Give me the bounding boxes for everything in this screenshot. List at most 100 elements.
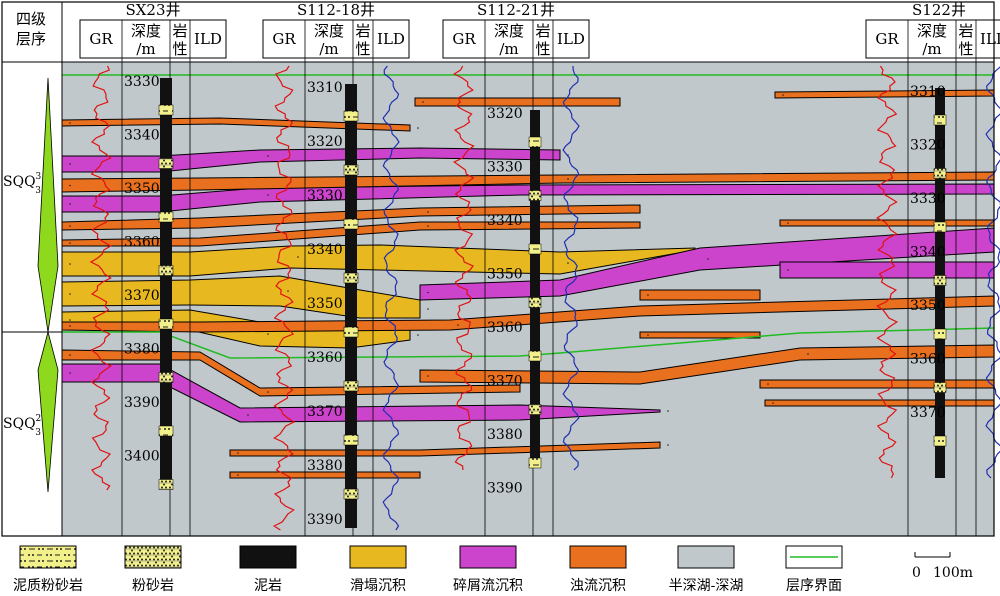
col-ild: ILD [377, 30, 405, 48]
col-litho-1: 岩 [535, 22, 550, 40]
turbid-9 [229, 441, 669, 457]
col-gr: GR [452, 30, 476, 48]
depth-label: 3340 [487, 213, 523, 229]
depth-label: 3390 [307, 512, 343, 528]
debris-3 [61, 363, 669, 423]
col-depth-2: /m [922, 40, 941, 58]
legend-label: 半深湖-深湖 [669, 578, 744, 594]
col-depth-2: /m [136, 40, 155, 58]
col-depth-1: 深度 [494, 22, 524, 40]
legend-item-silt: 粉砂岩 [124, 545, 182, 594]
legend-item-slump: 滑塌沉积 [349, 545, 407, 594]
mud-column [530, 110, 540, 468]
legend-swatch [677, 545, 735, 569]
depth-label: 3330 [307, 188, 343, 204]
turbid-16 [639, 331, 761, 339]
slump-mid [61, 275, 429, 319]
sequence-triangle-upper [37, 77, 59, 333]
turbid-13 [639, 289, 761, 301]
depth-label: 3370 [124, 288, 160, 304]
legend-item-turbid: 浊流沉积 [569, 545, 627, 594]
col-litho-2: 性 [535, 40, 550, 58]
depth-label: 3340 [307, 242, 343, 258]
legend-swatch [459, 545, 517, 569]
turbid-1 [414, 97, 621, 107]
legend-item-boundary: 层序界面 [785, 545, 843, 594]
gr-curve [272, 65, 296, 531]
col-gr: GR [272, 30, 296, 48]
turbid-15 [764, 399, 995, 407]
legend-swatch [124, 545, 182, 569]
col-litho-1: 岩 [958, 22, 973, 40]
legend-label: 浊流沉积 [570, 578, 626, 594]
depth-label: 3390 [124, 395, 160, 411]
depth-label: 3400 [124, 449, 160, 465]
col-depth-2: /m [319, 40, 338, 58]
depth-label: 3370 [910, 405, 946, 421]
depth-label: 3320 [487, 106, 523, 122]
gr-curve [89, 65, 112, 491]
ild-curve [382, 65, 400, 531]
debris-1 [61, 147, 569, 173]
depth-label: 3370 [487, 374, 523, 390]
legend-item-debris: 碎屑流沉积 [453, 545, 523, 594]
well-4: S122井GR深度/m岩性ILD331033203330334033503360… [865, 1, 1000, 536]
depth-label: 3350 [487, 267, 523, 283]
depth-label: 3320 [910, 138, 946, 154]
legend-label: 碎屑流沉积 [453, 578, 523, 594]
turbid-14 [759, 379, 995, 389]
col-litho-1: 岩 [355, 22, 370, 40]
scale-end: 100m [933, 565, 973, 581]
gr-curve [453, 65, 475, 471]
scale-bar: 0 100m [912, 552, 973, 581]
gr-curve [875, 65, 899, 479]
col-litho-2: 性 [355, 40, 370, 58]
legend-item-mud: 泥岩 [239, 545, 297, 594]
col-depth-1: 深度 [314, 22, 344, 40]
ild-curve [985, 66, 1000, 479]
turbid-7 [61, 349, 521, 397]
left-header-line2: 层序 [16, 30, 46, 48]
scale-zero: 0 [912, 565, 921, 581]
depth-label: 3340 [910, 245, 946, 261]
col-ild: ILD [557, 30, 585, 48]
well-name: SX23井 [125, 1, 180, 19]
depth-label: 3360 [487, 320, 523, 336]
depth-label: 3380 [124, 342, 160, 358]
depth-label: 3350 [910, 298, 946, 314]
col-depth-1: 深度 [917, 22, 947, 40]
legend-swatch [569, 545, 627, 569]
col-litho-2: 性 [958, 40, 973, 58]
legend-swatch [239, 545, 297, 569]
legend-label: 粉砂岩 [132, 578, 174, 594]
depth-label: 3330 [487, 160, 523, 176]
legend-label: 滑塌沉积 [350, 577, 406, 594]
legend-item-muddy: 泥质粉砂岩 [13, 545, 83, 594]
turbid-11 [774, 89, 995, 99]
col-depth-1: 深度 [131, 22, 161, 40]
well-name: S112-18井 [297, 1, 375, 19]
left-header-line1: 四级 [16, 10, 46, 28]
ild-curve [562, 65, 580, 471]
depth-label: 3350 [307, 296, 343, 312]
col-ild: ILD [980, 30, 1000, 48]
sequence-triangle-lower [37, 330, 59, 493]
legend-swatch [349, 545, 407, 569]
col-depth-2: /m [499, 40, 518, 58]
col-litho-2: 性 [172, 40, 187, 58]
legend: 泥质粉砂岩粉砂岩 泥岩 滑塌沉积 碎屑流沉积 浊流沉积 半深湖-深湖 层序界面 [13, 545, 843, 594]
depth-label: 3370 [307, 404, 343, 420]
depth-label: 3310 [910, 84, 946, 100]
depth-label: 3380 [307, 458, 343, 474]
col-gr: GR [875, 30, 899, 48]
mud-column [345, 84, 357, 528]
depth-label: 3390 [487, 481, 523, 497]
legend-label: 泥岩 [254, 578, 282, 594]
depth-label: 3360 [910, 352, 946, 368]
